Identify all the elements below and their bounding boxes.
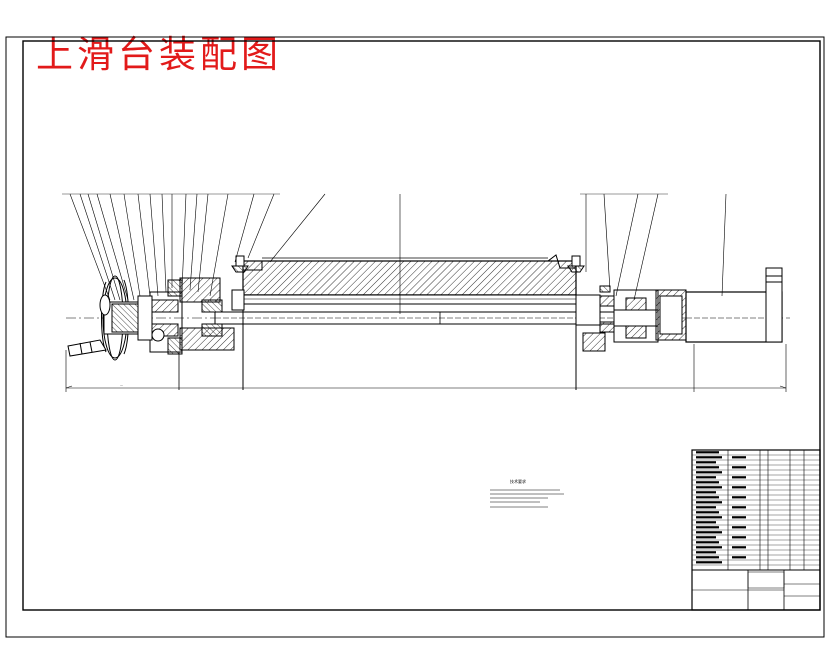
table-body [242,260,577,296]
parts-row-text-mark [696,456,722,459]
parts-row-text-mark [696,476,716,479]
parts-row-text-mark [732,506,746,509]
leader-lines [62,193,727,314]
slide-table-assembly [66,254,790,390]
parts-row-text-mark [696,471,722,474]
parts-row-text-mark [696,491,716,494]
left-bearing-housing [179,277,221,303]
technical-notes: 技术要求 [490,478,564,508]
parts-row-text-mark [696,556,719,559]
parts-row-text-mark [696,526,719,529]
parts-row-text-mark [732,496,746,499]
parts-row-text-mark [696,546,722,549]
parts-row-text-mark [696,461,716,464]
parts-row-text-mark [696,506,716,509]
notes-heading: 技术要求 [510,478,526,484]
parts-list-rows [692,454,820,566]
parts-list-text [696,451,746,564]
parts-row-text-mark [696,531,722,534]
svg-text:—: — [120,383,123,387]
parts-row-text-mark [696,501,722,504]
parts-row-text-mark [696,466,719,469]
parts-row-text-mark [696,516,722,519]
inner-frame [22,40,821,611]
parts-row-text-mark [696,486,722,489]
parts-row-text-mark [732,536,746,539]
parts-row-text-mark [732,516,746,519]
parts-row-text-mark [732,526,746,529]
guide-way [242,294,577,305]
parts-row-text-mark [732,456,746,459]
drawing-title: 上滑台装配图 [36,33,282,76]
parts-row-text-mark [732,556,746,559]
parts-row-text-mark [696,541,719,544]
right-bearing-housing [575,294,601,326]
parts-row-text-mark [696,536,716,539]
parts-row-text-mark [696,561,722,564]
handwheel [99,275,165,361]
parts-row-text-mark [696,511,719,514]
parts-row-text-mark [696,481,719,484]
parts-row-text-mark [732,546,746,549]
handwheel-handle [67,339,107,357]
dimension-lines: — [65,344,787,392]
parts-row-text-mark [732,466,746,469]
parts-row-text-mark [732,486,746,489]
parts-row-text-mark [696,521,716,524]
parts-row-text-mark [696,551,716,554]
parts-row-text-mark [732,476,746,479]
parts-row-text-mark [696,451,719,454]
outer-border [5,36,825,638]
parts-row-text-mark [696,496,719,499]
